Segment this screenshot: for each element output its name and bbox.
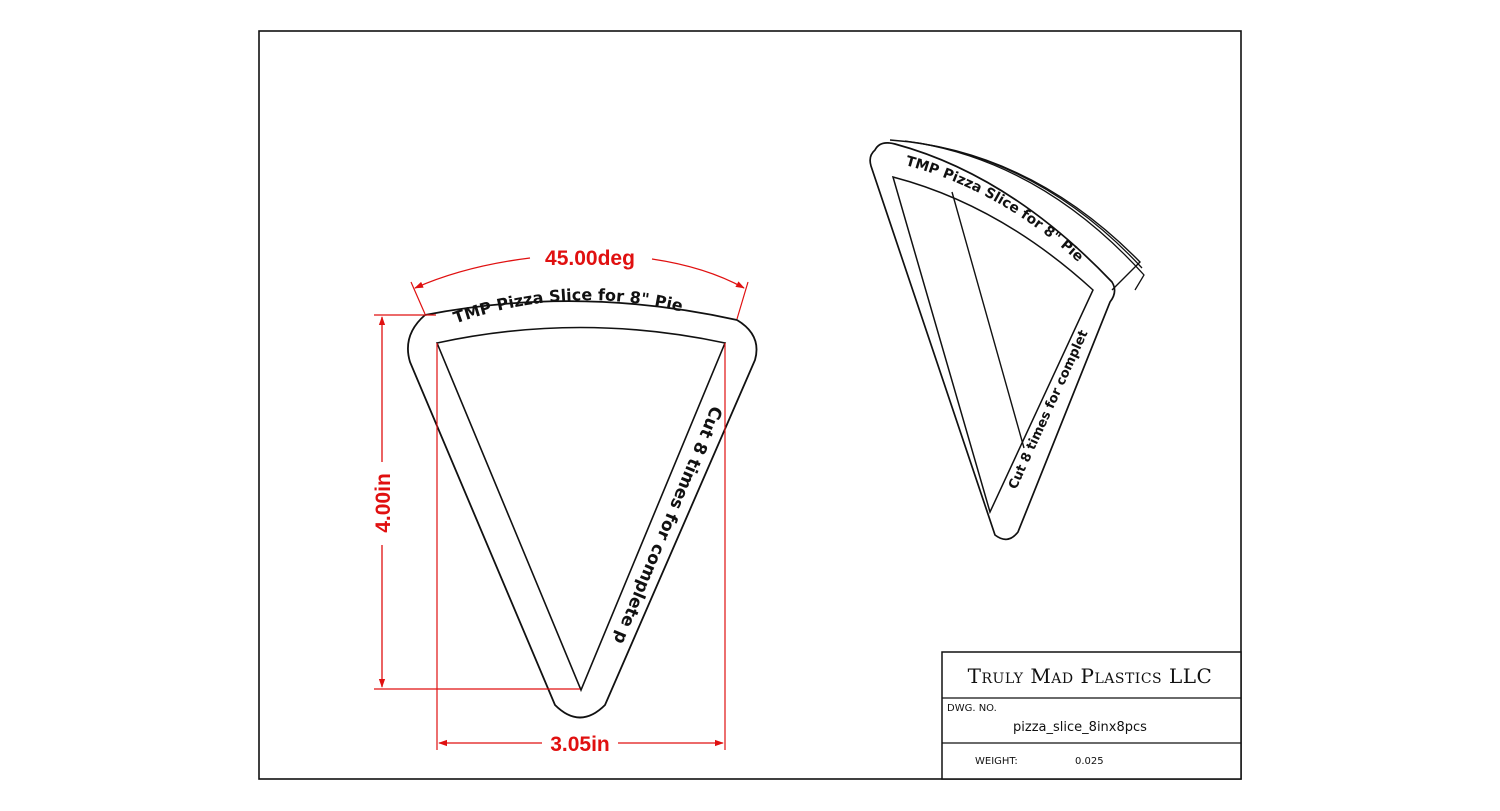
width-dimension-label: 3.05in — [550, 733, 610, 756]
dimensions: 45.00deg 4.00in 3.05in — [372, 247, 749, 756]
iso-outer-outline — [869, 142, 1116, 541]
weight-label: WEIGHT: — [975, 756, 1018, 767]
sheet-border — [258, 30, 1242, 780]
dwg-no-label: DWG. NO. — [947, 703, 997, 714]
dwg-no-value: pizza_slice_8inx8pcs — [1013, 720, 1147, 735]
iso-inner-outline — [891, 175, 1094, 515]
slice-side-label: Cut 8 times for complete pie — [0, 0, 726, 647]
slice-inner-outline — [435, 326, 727, 693]
angle-dimension-label: 45.00deg — [545, 247, 635, 270]
iso-top-label: TMP Pizza Slice for 8" Pie — [904, 153, 1086, 265]
height-dimension-label: 4.00in — [372, 473, 395, 533]
angle-dimension-arc-right — [651, 258, 745, 289]
slice-top-label: TMP Pizza Slice for 8" Pie — [451, 285, 685, 327]
pizza-slice-top-view: TMP Pizza Slice for 8" Pie Cut 8 times f… — [0, 0, 758, 719]
title-block: Truly Mad Plastics LLC DWG. NO. pizza_sl… — [941, 651, 1242, 780]
weight-value: 0.025 — [1075, 756, 1104, 767]
company-name: Truly Mad Plastics LLC — [968, 664, 1213, 688]
slice-outer-outline — [407, 300, 758, 719]
angle-dimension-arc-left — [414, 257, 531, 289]
